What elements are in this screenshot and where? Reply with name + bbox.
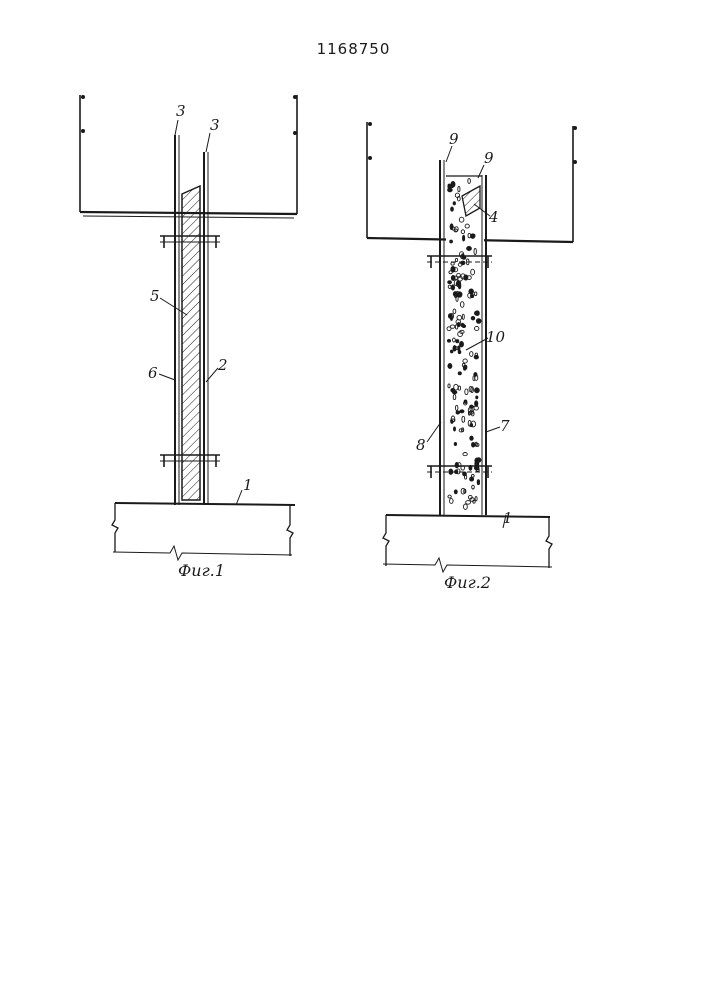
label-6-fig1: 6 <box>148 364 158 382</box>
hatched-insert-5 <box>182 186 200 500</box>
label-3a-fig1: 3 <box>176 102 186 120</box>
foundation-slab-fig1 <box>112 503 295 560</box>
caption-fig1: Фиг.1 <box>178 561 225 580</box>
label-9b-fig2: 9 <box>484 149 494 167</box>
label-10-fig2: 10 <box>486 328 506 346</box>
figure-1: 3 3 5 6 2 1 Фиг.1 <box>80 95 297 580</box>
label-8-fig2: 8 <box>416 436 426 454</box>
caption-fig2: Фиг.2 <box>444 573 491 592</box>
foundation-slab-fig2 <box>383 515 552 572</box>
label-7-fig2: 7 <box>500 417 510 435</box>
label-1-fig1: 1 <box>243 476 253 494</box>
label-1-fig2: 1 <box>503 509 513 527</box>
label-4-fig2: 4 <box>488 208 499 226</box>
label-2-fig1: 2 <box>217 356 228 374</box>
label-3b-fig1: 3 <box>210 116 220 134</box>
label-9a-fig2: 9 <box>449 130 459 148</box>
label-5-fig1: 5 <box>150 287 160 305</box>
figure-2: 9 9 4 10 8 7 1 Фиг.2 <box>367 122 577 592</box>
